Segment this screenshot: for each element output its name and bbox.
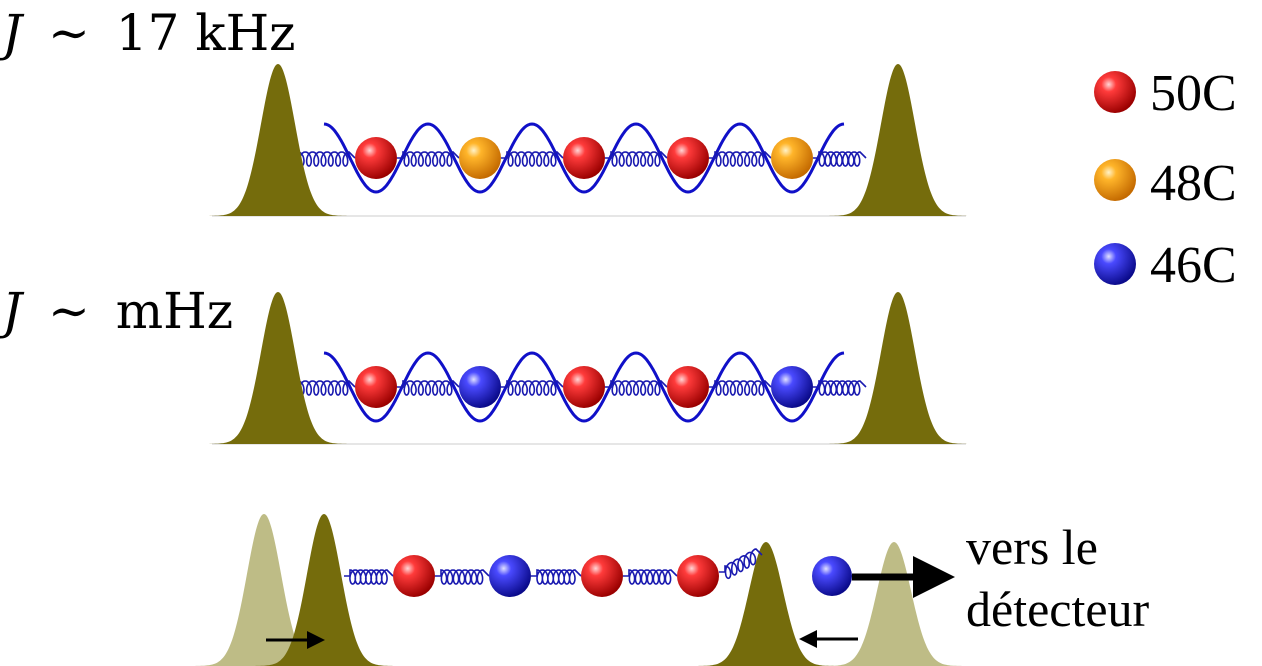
ion-46C (812, 556, 852, 596)
ion-50C (677, 555, 719, 597)
barrier-left-bottom (239, 514, 409, 666)
spring (501, 380, 564, 396)
springs-bottom (344, 548, 763, 585)
springs-middle (292, 380, 867, 396)
spring (813, 151, 867, 167)
barrier-left-faded (179, 514, 349, 666)
ions-middle (355, 366, 813, 408)
spring (292, 380, 356, 396)
ion-50C (1094, 71, 1136, 113)
spring (397, 151, 460, 167)
springs-top (292, 151, 867, 167)
barrier-right-top (813, 64, 983, 216)
ions-bottom (393, 555, 852, 597)
ion-46C (489, 555, 531, 597)
legend-label-48C: 48C (1150, 155, 1237, 212)
row-middle (193, 292, 983, 445)
ion-50C (667, 137, 709, 179)
spring (813, 380, 867, 396)
ion-50C (667, 366, 709, 408)
ions-top (355, 137, 813, 179)
ion-50C (563, 366, 605, 408)
barrier-left-top (193, 64, 363, 216)
ion-48C (1094, 159, 1136, 201)
spring (435, 569, 490, 585)
ion-50C (393, 555, 435, 597)
ion-50C (563, 137, 605, 179)
ion-48C (771, 137, 813, 179)
barrier-center-bottom (681, 542, 851, 666)
row-bottom (179, 514, 979, 666)
label-mid-coupling: J ∼ mHz (2, 282, 234, 340)
spring (605, 380, 668, 396)
barrier-right-faded (809, 542, 979, 666)
legend-label-46C: 46C (1150, 237, 1237, 294)
spring (501, 151, 564, 167)
spring (397, 380, 460, 396)
spring (292, 151, 356, 167)
ion-50C (355, 137, 397, 179)
row-top (193, 64, 983, 217)
ion-46C (771, 366, 813, 408)
barrier-left-middle (193, 292, 363, 444)
spring (709, 380, 772, 396)
spring (605, 151, 668, 167)
barrier-right-middle (813, 292, 983, 444)
detector-label-line1: vers le (966, 519, 1098, 575)
trap-wave-middle (323, 351, 845, 423)
ion-46C (1094, 243, 1136, 285)
spring (531, 569, 582, 585)
ion-46C (459, 366, 501, 408)
trap-wave-top (323, 122, 845, 194)
ion-48C (459, 137, 501, 179)
spring (623, 569, 678, 585)
spring (719, 548, 763, 580)
label-top-coupling: J ∼ 17 kHz (2, 4, 296, 62)
spring (344, 569, 394, 585)
detector-label-line2: détecteur (966, 581, 1150, 637)
legend-label-50C: 50C (1150, 65, 1237, 122)
spring (709, 151, 772, 167)
legend (1094, 71, 1136, 285)
ion-50C (355, 366, 397, 408)
ion-50C (581, 555, 623, 597)
